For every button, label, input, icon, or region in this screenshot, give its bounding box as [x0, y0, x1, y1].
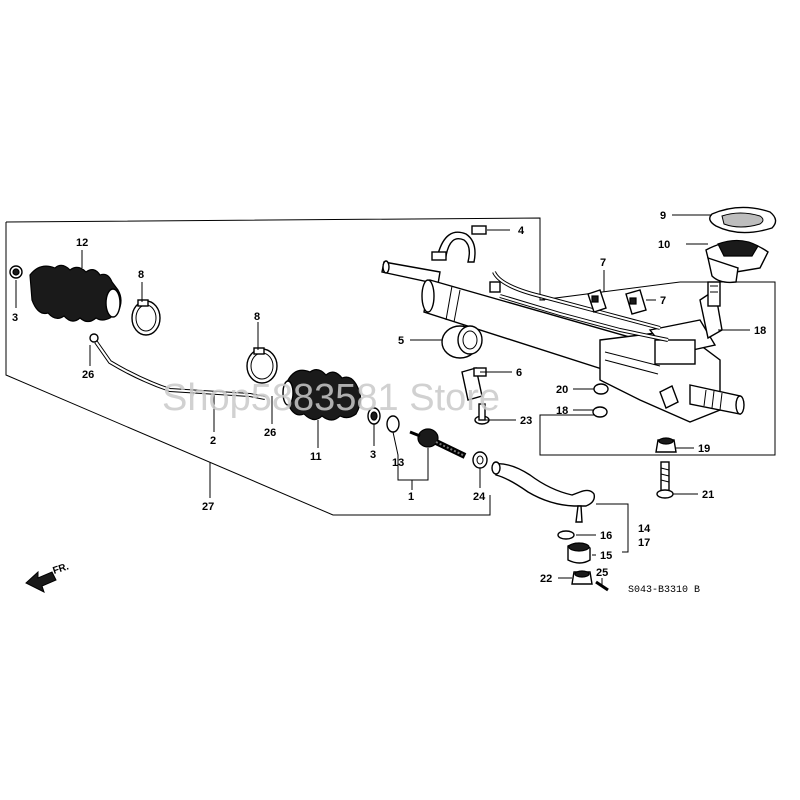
callout-7-upper: 7 [600, 257, 606, 269]
breather-tube [89, 333, 266, 400]
callout-1: 1 [408, 491, 414, 503]
callout-23: 23 [520, 415, 532, 427]
callout-3-left: 3 [12, 312, 18, 324]
front-direction-indicator: FR. [25, 561, 71, 593]
mounting-bracket [431, 225, 487, 263]
pinion-seal-boot [705, 239, 769, 284]
rack-housing [381, 260, 745, 423]
pipe-clip-upper [587, 289, 607, 313]
boot-clamp-left [131, 299, 161, 336]
callout-18-upper: 18 [754, 325, 766, 337]
leader-lines [15, 214, 750, 586]
mount-nut [655, 437, 677, 453]
callout-15: 15 [600, 550, 612, 562]
callout-8-center: 8 [254, 311, 260, 323]
callout-8-left: 8 [138, 269, 144, 281]
dust-seal-gasket [709, 206, 777, 234]
mount-bolt [656, 461, 674, 499]
diagram-code: S043-B3310 B [628, 585, 700, 596]
front-arrow-icon [25, 570, 57, 593]
callout-18-lower: 18 [556, 405, 568, 417]
group-frame-lines [5, 217, 776, 516]
callout-14: 14 [638, 523, 651, 535]
ball-joint-boot [567, 542, 591, 564]
callout-6: 6 [516, 367, 522, 379]
callout-21: 21 [702, 489, 714, 501]
callout-26-center: 26 [264, 427, 276, 439]
left-bellows-boot [29, 264, 122, 323]
callout-16: 16 [600, 530, 612, 542]
rack-bushing [441, 325, 483, 359]
callout-5: 5 [398, 335, 404, 347]
callout-labels: 12 8 3 26 8 2 26 11 3 13 1 24 27 4 5 6 7… [12, 210, 766, 585]
callout-7-lower: 7 [660, 295, 666, 307]
callout-20: 20 [556, 384, 568, 396]
inner-tie-rod [409, 428, 467, 459]
callout-27: 27 [202, 501, 214, 513]
lock-nut-left [9, 265, 23, 279]
callout-13: 13 [392, 457, 404, 469]
callout-9: 9 [660, 210, 666, 222]
callout-22: 22 [540, 573, 552, 585]
o-ring-lower [592, 406, 608, 418]
lock-nut-center [367, 407, 381, 425]
callout-26-left: 26 [82, 369, 94, 381]
dust-seal-clip [557, 530, 575, 540]
callout-17: 17 [638, 537, 650, 549]
callout-10: 10 [658, 239, 670, 251]
castle-nut [571, 570, 593, 585]
pipe-clip-lower [625, 289, 647, 315]
callout-24: 24 [473, 491, 486, 503]
store-watermark: Shop5883581 Store [162, 377, 500, 419]
right-bellows-boot [282, 369, 362, 421]
boot-clamp-center [246, 347, 278, 384]
callout-4: 4 [518, 225, 525, 237]
callout-2: 2 [210, 435, 216, 447]
callout-19: 19 [698, 443, 710, 455]
front-label: FR. [52, 561, 71, 577]
tie-rod-end [491, 461, 596, 523]
callout-3-center: 3 [370, 449, 376, 461]
callout-12: 12 [76, 237, 88, 249]
o-ring-upper [593, 383, 609, 395]
callout-11: 11 [310, 451, 322, 463]
jam-nut [472, 451, 488, 469]
callout-25: 25 [596, 567, 608, 579]
